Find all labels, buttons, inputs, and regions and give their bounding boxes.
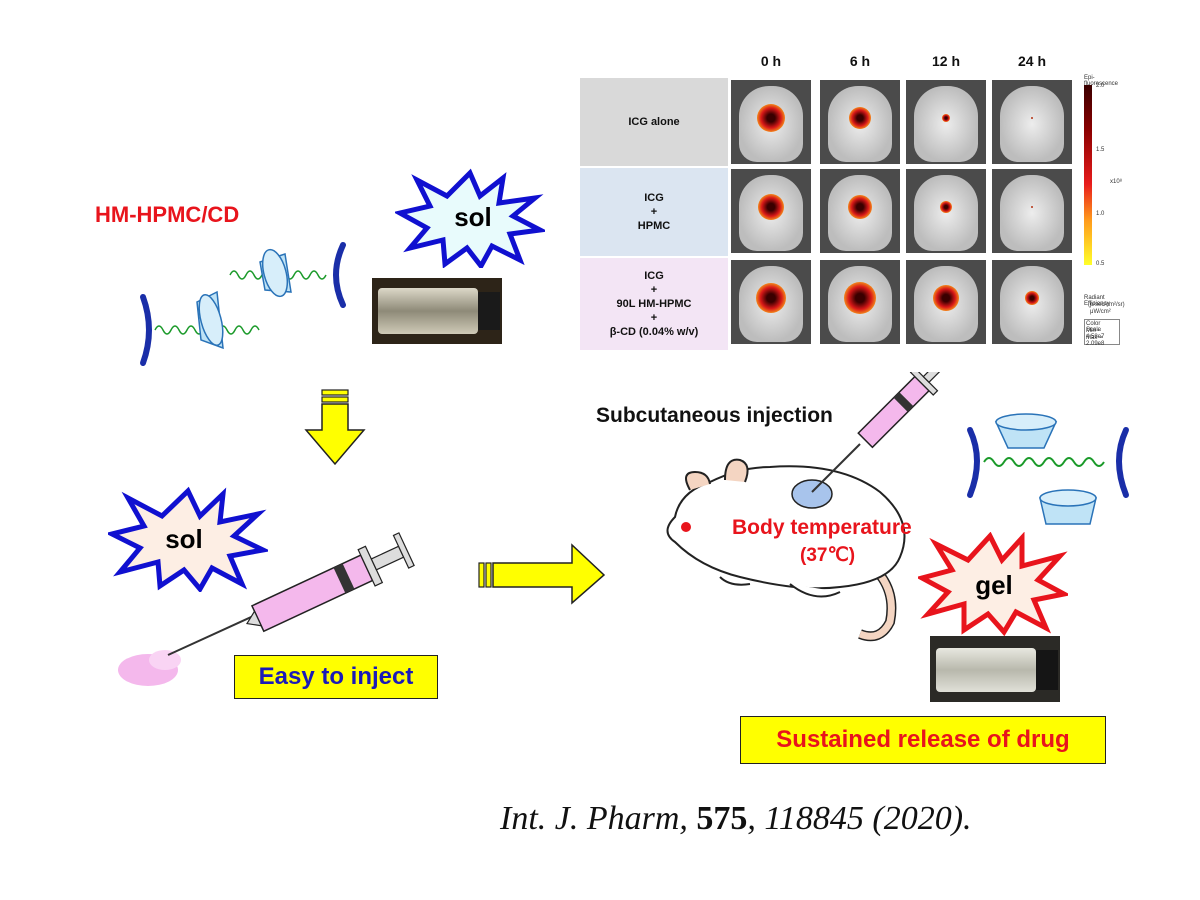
subcutaneous-injection-label: Subcutaneous injection xyxy=(596,404,833,427)
mouse-image-row1-12h xyxy=(906,80,986,164)
mouse-image-row3-24h xyxy=(992,260,1072,344)
mouse-image-row1-0h xyxy=(731,80,811,164)
sol-label-bottom: sol xyxy=(165,524,203,554)
body-temperature-label: Body temperature xyxy=(732,516,912,539)
cyclodextrin-cone-icon xyxy=(196,290,224,350)
mouse-image-row2-0h xyxy=(731,169,811,253)
down-arrow xyxy=(304,389,366,466)
gel-label: gel xyxy=(975,570,1013,600)
gel-burst: gel xyxy=(918,532,1068,636)
mouse-image-row3-0h xyxy=(731,260,811,344)
hm-hpmc-cd-title: HM-HPMC/CD xyxy=(95,202,240,227)
citation-journal: Int. J. Pharm, xyxy=(500,800,688,837)
citation-volume: 575 xyxy=(696,800,748,837)
sol-burst-bottom: sol xyxy=(108,486,268,592)
cyclodextrin-cone-icon xyxy=(994,413,1058,449)
column-header-12h: 12 h xyxy=(931,53,960,69)
easy-to-inject-label: Easy to inject xyxy=(234,655,438,699)
sustained-release-label: Sustained release of drug xyxy=(740,716,1106,764)
polymer-network-diagram xyxy=(967,413,1129,525)
mouse-image-row2-12h xyxy=(906,169,986,253)
fluorescence-imaging-table: ICG alone ICG + HPMC ICG + 90L HM-HPMC +… xyxy=(580,78,1105,350)
mouse-image-row2-6h xyxy=(820,169,900,253)
gel-vial-photo xyxy=(930,636,1060,702)
row-label-icg-hm-hpmc-cd: ICG + 90L HM-HPMC + β-CD (0.04% w/v) xyxy=(580,258,728,350)
colorbar: Epi-fluorescence 2.0 1.5 x10⁸ 1.0 0.5 Ra… xyxy=(1084,75,1125,347)
citation-pages-year: , 118845 (2020). xyxy=(747,800,972,837)
cyclodextrin-cone-icon xyxy=(1039,489,1097,525)
row-label-icg-hpmc: ICG + HPMC xyxy=(580,168,728,256)
sol-burst-top: sol xyxy=(395,168,545,268)
column-header-24h: 24 h xyxy=(1017,53,1046,69)
syringe-left xyxy=(118,532,415,686)
right-arrow xyxy=(478,543,606,605)
column-header-6h: 6 h xyxy=(849,53,871,69)
mouse-illustration xyxy=(666,372,950,642)
column-header-0h: 0 h xyxy=(760,53,782,69)
sol-vial-photo xyxy=(372,278,502,344)
mouse-image-row1-24h xyxy=(992,80,1072,164)
sol-label: sol xyxy=(454,202,492,232)
row-label-icg-alone: ICG alone xyxy=(580,78,728,166)
polymer-cyclodextrin-diagram xyxy=(140,242,346,366)
body-temperature-value: (37℃) xyxy=(800,545,856,566)
mouse-image-row3-6h xyxy=(820,260,900,344)
citation: Int. J. Pharm, 575, 118845 (2020). xyxy=(500,800,972,838)
mouse-image-row1-6h xyxy=(820,80,900,164)
cyclodextrin-cone-icon xyxy=(259,248,292,298)
mouse-image-row3-12h xyxy=(906,260,986,344)
mouse-image-row2-24h xyxy=(992,169,1072,253)
colorbar-gradient xyxy=(1084,85,1092,265)
